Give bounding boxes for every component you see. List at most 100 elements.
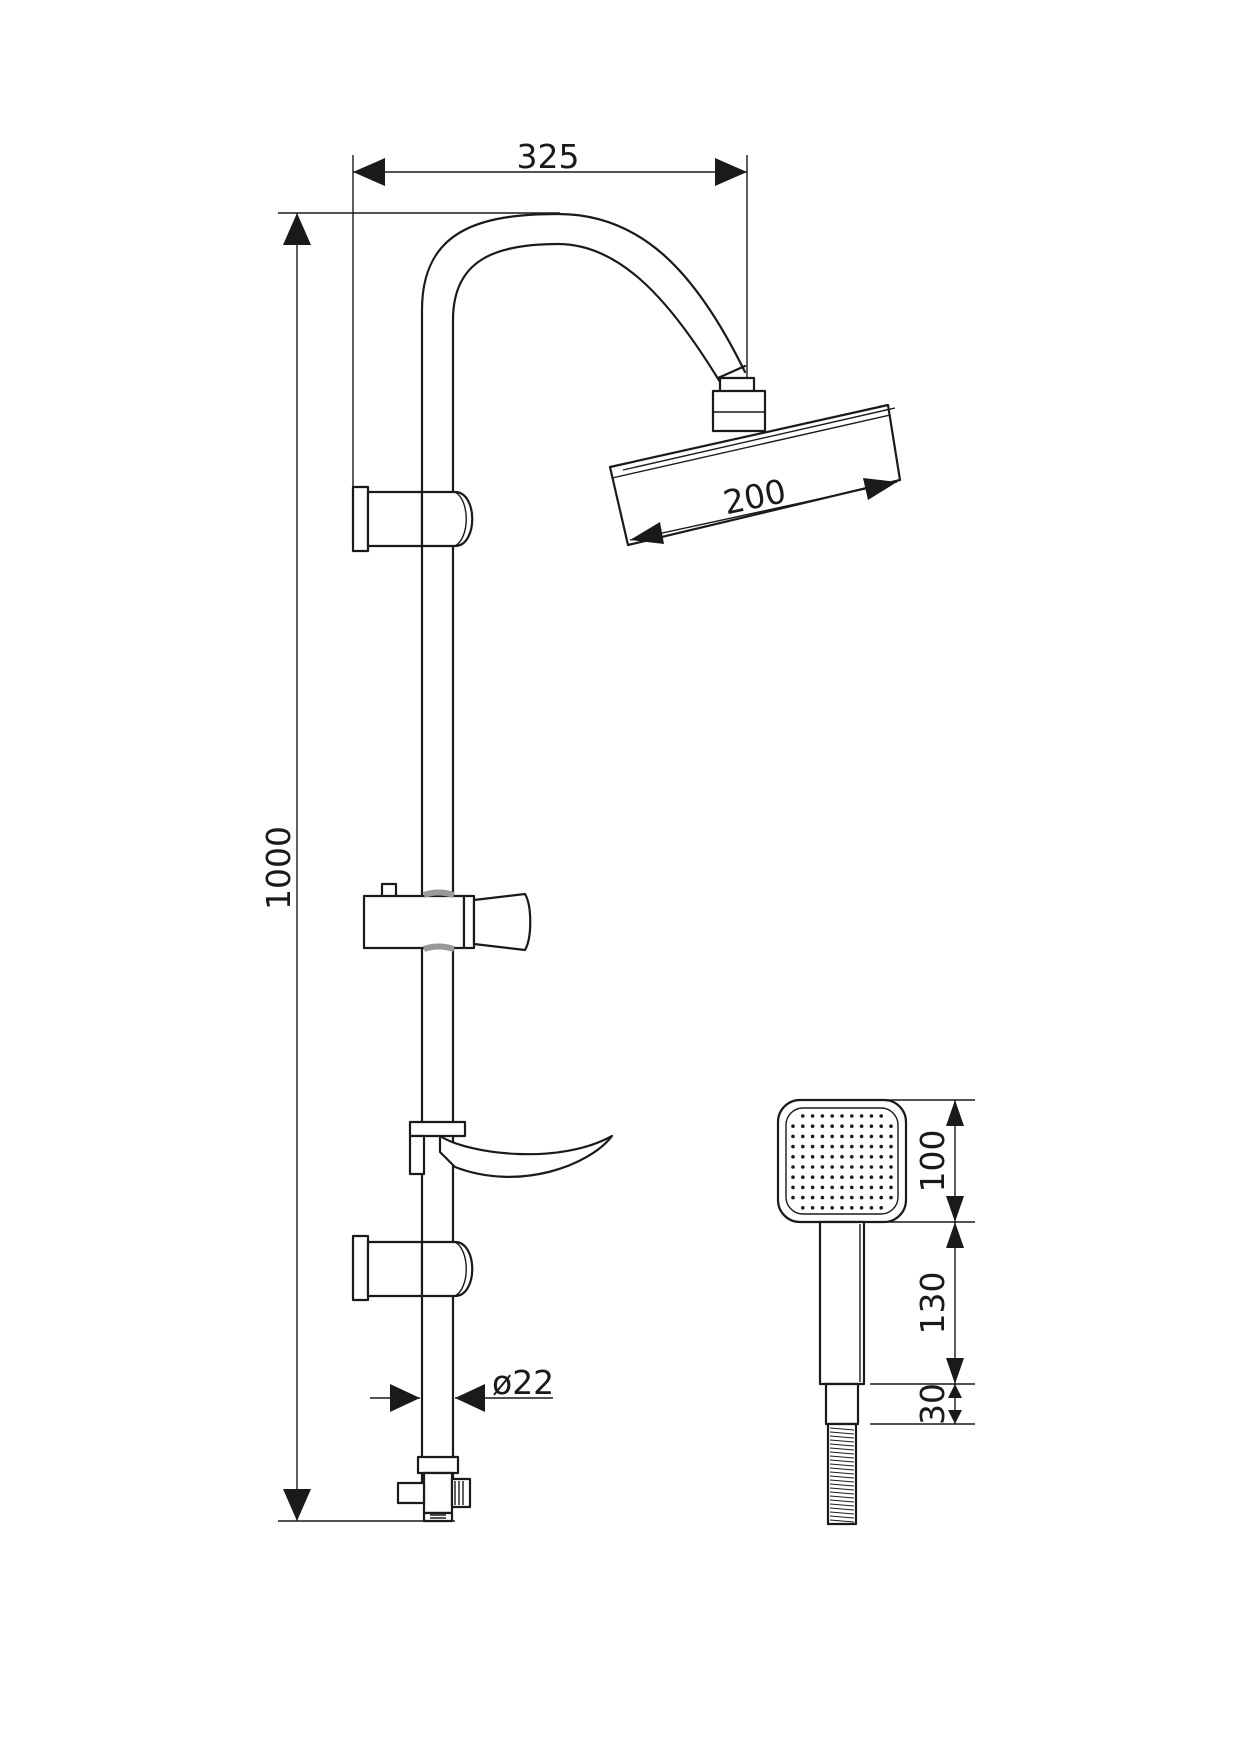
nozzle-dot: [791, 1144, 795, 1149]
nozzle-dot: [850, 1206, 854, 1210]
arm-reach-label: 325: [517, 137, 580, 176]
overhead-shower-head: 200: [608, 389, 902, 547]
nozzle-dot: [869, 1175, 874, 1179]
nozzle-dot: [859, 1165, 864, 1169]
nozzle-dot: [820, 1175, 825, 1179]
nozzle-dot: [801, 1155, 805, 1159]
hose-rib: [829, 1471, 855, 1475]
nozzle-dot: [810, 1124, 815, 1128]
nozzle-dot: [810, 1114, 815, 1118]
nozzle-dot: [820, 1114, 825, 1118]
nozzle-dot: [879, 1134, 883, 1139]
nozzle-dot: [840, 1124, 844, 1128]
nozzle-dot: [840, 1206, 844, 1210]
hose-texture: [829, 1427, 855, 1523]
hose-rib: [829, 1475, 855, 1479]
nozzle-dot: [840, 1185, 844, 1190]
nozzle-dot: [830, 1114, 834, 1118]
hose-rib: [829, 1499, 855, 1503]
nozzle-dot: [820, 1144, 825, 1149]
nozzle-dot: [830, 1206, 834, 1210]
hose-rib: [829, 1483, 855, 1487]
nozzle-dot: [869, 1185, 874, 1190]
nozzle-dot: [830, 1144, 834, 1149]
nozzle-dot: [889, 1134, 893, 1139]
lower-wall-bracket: [351, 1234, 474, 1302]
nozzle-dot: [879, 1165, 883, 1169]
nozzle-dot: [810, 1175, 815, 1179]
nozzle-dot: [810, 1206, 815, 1210]
hose-rib: [829, 1479, 855, 1483]
nozzle-dot: [859, 1185, 864, 1190]
bottom-outlet: [396, 1455, 472, 1523]
nozzle-dot: [879, 1185, 883, 1190]
nozzle-dot: [791, 1175, 795, 1179]
nozzle-dot: [810, 1185, 815, 1190]
hose-rib: [829, 1447, 855, 1451]
nozzle-dot: [801, 1175, 805, 1179]
nozzle-dot: [850, 1134, 854, 1139]
hose-rib: [829, 1491, 855, 1495]
nozzle-dot: [879, 1206, 883, 1210]
nozzle-dot: [791, 1155, 795, 1159]
nozzle-dot: [850, 1124, 854, 1128]
nozzle-dot: [830, 1185, 834, 1190]
nozzle-dot: [810, 1165, 815, 1169]
nozzle-dot: [830, 1165, 834, 1169]
hose-rib: [829, 1459, 855, 1463]
dimension-hand-shower: 100 130 30: [870, 1099, 975, 1425]
nozzle-dot: [830, 1155, 834, 1159]
nozzle-dot: [840, 1155, 844, 1159]
hand-shower: [776, 1098, 908, 1526]
nozzle-dot: [840, 1195, 844, 1200]
hose-rib: [829, 1431, 855, 1435]
dimension-arm-reach: 325: [352, 137, 748, 490]
hose-rib: [829, 1519, 855, 1523]
nozzle-dot: [820, 1155, 825, 1159]
upper-wall-bracket: [351, 485, 474, 553]
nozzle-dot: [801, 1195, 805, 1200]
hose-rib: [829, 1439, 855, 1443]
hand-head-height-label: 100: [913, 1130, 952, 1193]
hose-hook: [408, 1120, 614, 1178]
nozzle-dot: [801, 1114, 805, 1118]
nozzle-dot: [840, 1134, 844, 1139]
nozzle-grid: [791, 1114, 893, 1210]
nozzle-dot: [889, 1175, 893, 1179]
nozzle-dot: [791, 1134, 795, 1139]
nozzle-dot: [840, 1114, 844, 1118]
nozzle-dot: [820, 1124, 825, 1128]
hose-rib: [829, 1507, 855, 1511]
hose-rib: [829, 1427, 855, 1431]
hose-rib: [829, 1467, 855, 1471]
hose-rib: [829, 1515, 855, 1519]
nozzle-dot: [801, 1185, 805, 1190]
nozzle-dot: [869, 1144, 874, 1149]
band-upper: [422, 889, 455, 898]
nozzle-dot: [879, 1155, 883, 1159]
nozzle-dot: [850, 1175, 854, 1179]
nozzle-dot: [801, 1124, 805, 1128]
nozzle-dot: [869, 1124, 874, 1128]
hose-rib: [829, 1451, 855, 1455]
hose-rib: [829, 1443, 855, 1447]
nozzle-dot: [869, 1195, 874, 1200]
nozzle-dot: [869, 1206, 874, 1210]
nozzle-dot: [889, 1155, 893, 1159]
nozzle-dot: [830, 1124, 834, 1128]
nozzle-dot: [850, 1155, 854, 1159]
nozzle-dot: [850, 1165, 854, 1169]
nozzle-dot: [820, 1195, 825, 1200]
nozzle-dot: [810, 1195, 815, 1200]
nozzle-dot: [889, 1144, 893, 1149]
nozzle-dot: [850, 1195, 854, 1200]
nozzle-dot: [859, 1175, 864, 1179]
nozzle-dot: [869, 1155, 874, 1159]
nozzle-dot: [859, 1144, 864, 1149]
hose-rib: [829, 1511, 855, 1515]
nozzle-dot: [859, 1155, 864, 1159]
nozzle-dot: [879, 1124, 883, 1128]
nozzle-dot: [859, 1114, 864, 1118]
nozzle-dot: [820, 1134, 825, 1139]
